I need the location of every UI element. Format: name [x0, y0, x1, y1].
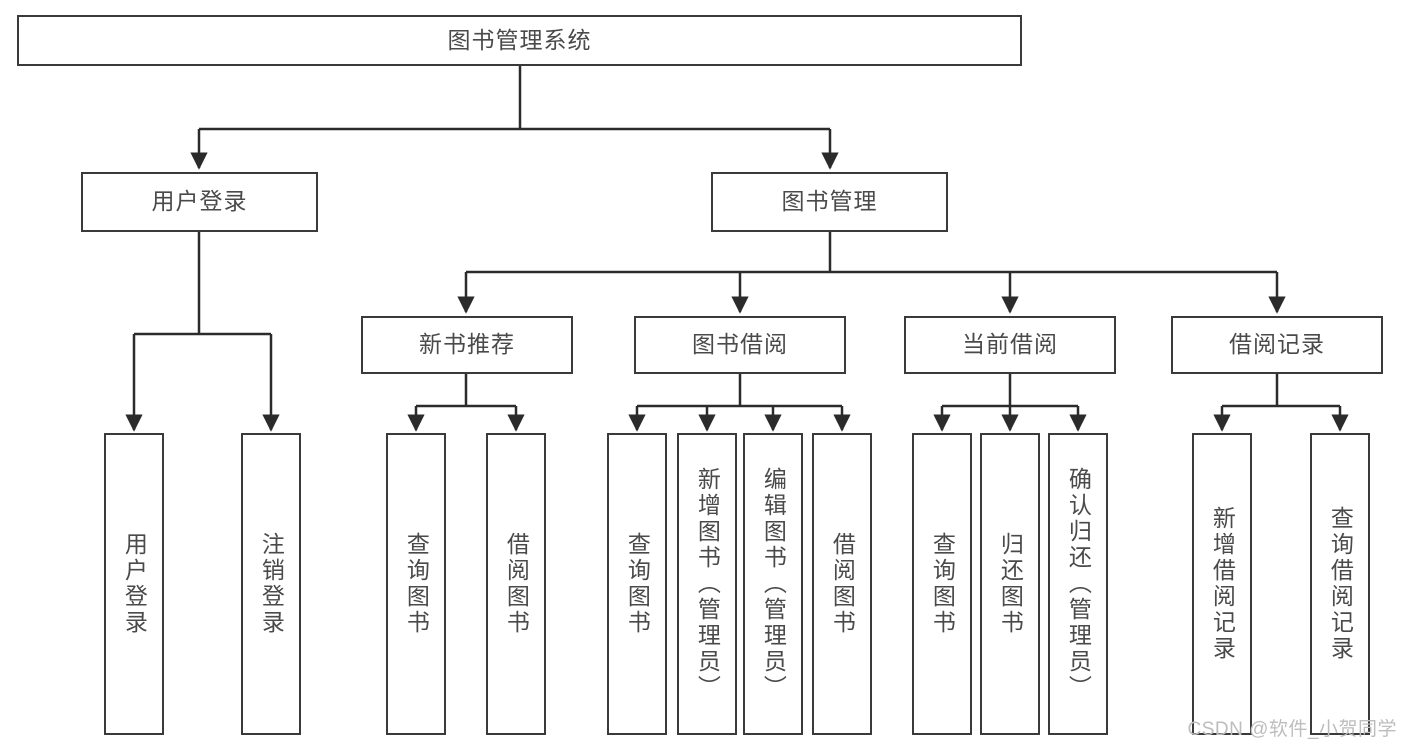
leaf-borrow-records-query[interactable]: 查询借阅记录 [1310, 433, 1370, 735]
leaf-book-borrow-query-label: 查询图书 [624, 532, 651, 636]
node-current-borrow[interactable]: 当前借阅 [904, 316, 1116, 374]
node-book-manage[interactable]: 图书管理 [711, 172, 948, 232]
csdn-watermark: CSDN @软件_小贺同学 [1187, 719, 1397, 740]
leaf-book-borrow-edit-label: 编辑图书（管理员） [760, 467, 787, 701]
leaf-new-book-borrow-label: 借阅图书 [503, 532, 530, 636]
leaf-user-login-login[interactable]: 用户登录 [104, 433, 164, 735]
node-borrow-records-label: 借阅记录 [1229, 331, 1325, 358]
leaf-book-borrow-add-label: 新增图书（管理员） [694, 467, 721, 701]
node-root-system[interactable]: 图书管理系统 [17, 15, 1022, 66]
leaf-new-book-query[interactable]: 查询图书 [386, 433, 446, 735]
leaf-book-borrow-borrow-label: 借阅图书 [829, 532, 856, 636]
leaf-user-login-logout-label: 注销登录 [258, 532, 285, 636]
leaf-current-borrow-return[interactable]: 归还图书 [980, 433, 1040, 735]
leaf-borrow-records-add-label: 新增借阅记录 [1209, 506, 1236, 662]
node-borrow-records[interactable]: 借阅记录 [1171, 316, 1383, 374]
leaf-current-borrow-return-label: 归还图书 [997, 532, 1024, 636]
node-user-login[interactable]: 用户登录 [81, 172, 318, 232]
leaf-book-borrow-query[interactable]: 查询图书 [607, 433, 667, 735]
node-new-book-recommend[interactable]: 新书推荐 [361, 316, 573, 374]
leaf-new-book-borrow[interactable]: 借阅图书 [486, 433, 546, 735]
leaf-current-borrow-query[interactable]: 查询图书 [912, 433, 972, 735]
leaf-borrow-records-add[interactable]: 新增借阅记录 [1192, 433, 1252, 735]
node-book-borrow[interactable]: 图书借阅 [634, 316, 846, 374]
node-user-login-label: 用户登录 [151, 188, 248, 215]
node-book-manage-label: 图书管理 [781, 188, 878, 215]
leaf-borrow-records-query-label: 查询借阅记录 [1327, 506, 1354, 662]
node-new-book-recommend-label: 新书推荐 [419, 331, 515, 358]
node-root-system-label: 图书管理系统 [447, 26, 592, 53]
node-current-borrow-label: 当前借阅 [962, 331, 1058, 358]
node-book-borrow-label: 图书借阅 [692, 331, 788, 358]
leaf-current-borrow-confirm[interactable]: 确认归还（管理员） [1048, 433, 1108, 735]
leaf-current-borrow-query-label: 查询图书 [929, 532, 956, 636]
leaf-user-login-logout[interactable]: 注销登录 [241, 433, 301, 735]
leaf-book-borrow-borrow[interactable]: 借阅图书 [812, 433, 872, 735]
leaf-current-borrow-confirm-label: 确认归还（管理员） [1065, 467, 1092, 701]
leaf-book-borrow-add[interactable]: 新增图书（管理员） [677, 433, 737, 735]
leaf-user-login-login-label: 用户登录 [121, 532, 148, 636]
leaf-book-borrow-edit[interactable]: 编辑图书（管理员） [743, 433, 803, 735]
leaf-new-book-query-label: 查询图书 [403, 532, 430, 636]
